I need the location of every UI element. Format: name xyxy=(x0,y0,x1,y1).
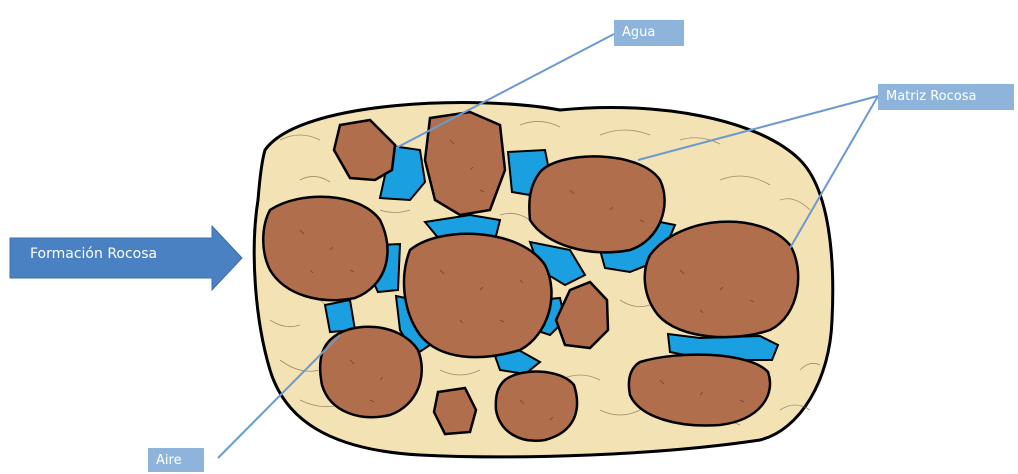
rock-grain xyxy=(434,388,476,434)
rock-grain xyxy=(529,156,664,252)
label-formacion-rocosa: Formación Rocosa xyxy=(30,246,157,262)
water-pocket xyxy=(325,300,355,332)
rock-grain xyxy=(645,222,798,338)
rock-grain xyxy=(629,355,770,426)
rock-grain xyxy=(263,197,387,300)
rock-grain xyxy=(404,234,551,357)
label-matriz-rocosa: Matriz Rocosa xyxy=(878,84,1014,110)
rock-grain xyxy=(496,372,577,441)
label-aire: Aire xyxy=(148,448,204,472)
label-agua: Agua xyxy=(614,20,684,46)
